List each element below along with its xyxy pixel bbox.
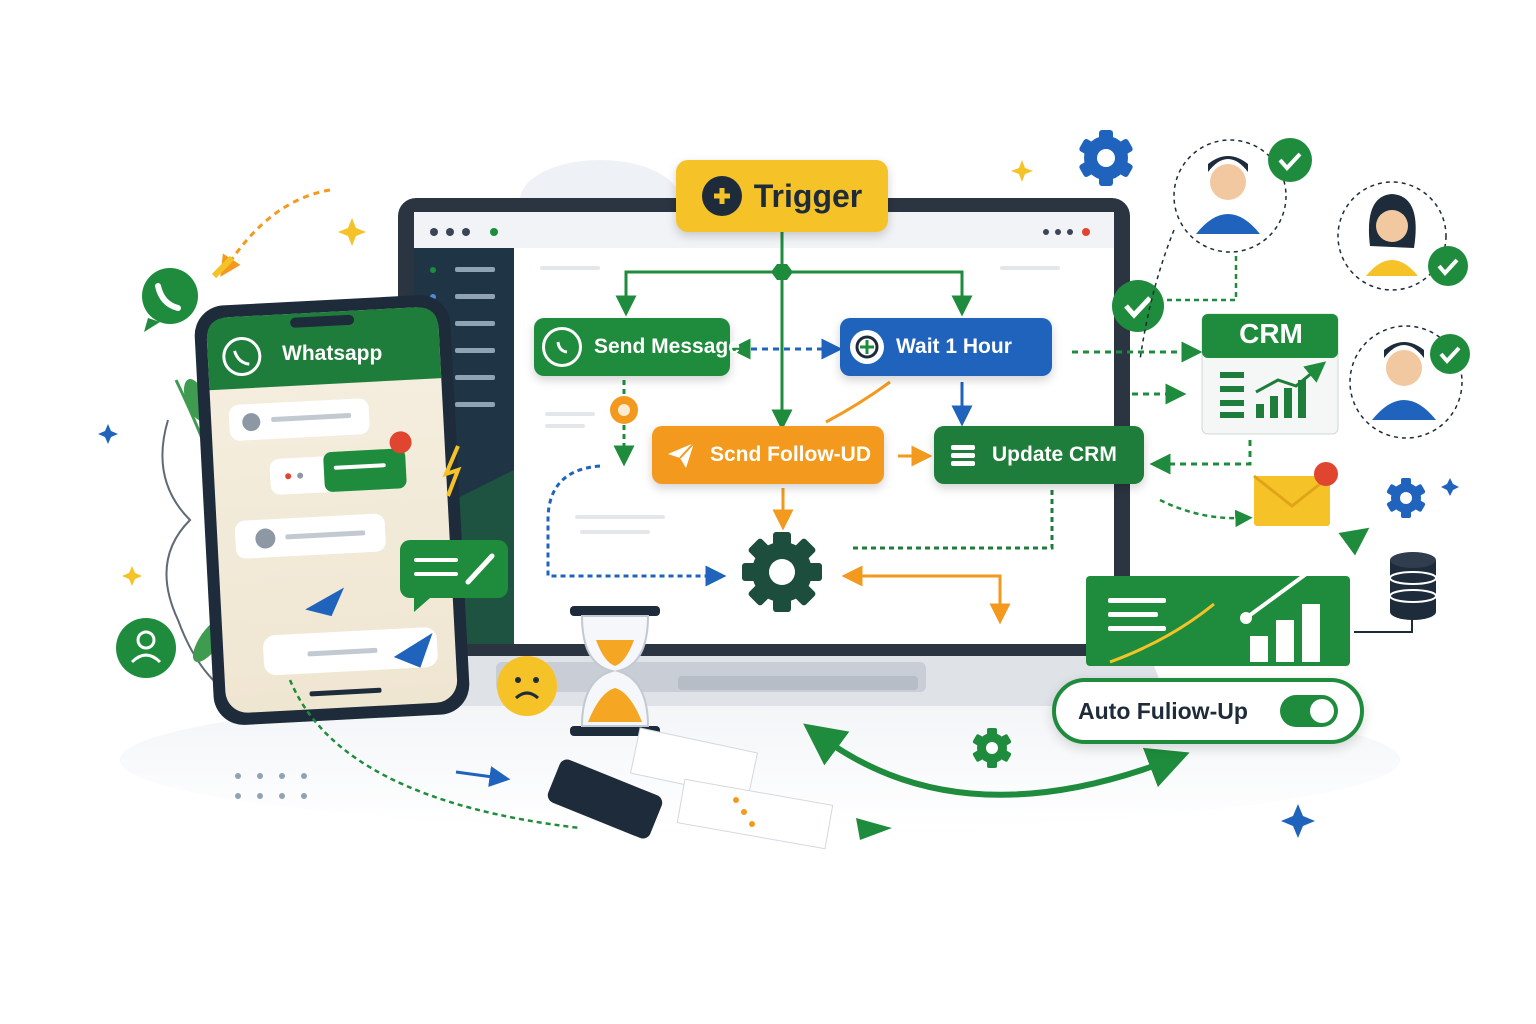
whatsapp-icon [542,327,582,367]
dot-grid [235,773,307,799]
chat-bubble-icon [400,540,508,612]
send-follow-up-node[interactable]: Scnd Follow-UD [652,426,884,484]
trigger-node[interactable]: Trigger [676,160,888,232]
database-icon [946,438,980,472]
check-icon [1112,138,1470,374]
document-icon [629,727,834,850]
gear-icon [742,532,822,612]
database-icon [1389,552,1437,620]
auto-follow-up-label: Auto Fuliow-Up [1078,697,1248,724]
send-follow-up-label: Scnd Follow-UD [710,443,871,466]
update-crm-node[interactable]: Update CRM [934,426,1144,484]
gear-icon [972,728,1012,768]
user-avatar-icon [116,618,176,678]
sad-face-icon [497,656,557,716]
smartphone-icon [547,759,663,839]
user-avatar-icon [1337,181,1447,291]
crm-card [1201,313,1339,435]
toggle-switch[interactable] [1280,695,1338,727]
wait-label: Wait 1 Hour [896,335,1012,358]
user-avatar-icon [1173,139,1287,253]
wait-node[interactable]: Wait 1 Hour [840,318,1052,376]
toggle-knob [1310,699,1334,723]
analytics-card [1086,527,1370,666]
send-message-node[interactable]: Send Message [534,318,740,376]
gear-icon [1079,130,1133,186]
flow-connectors [546,232,1252,625]
hourglass-icon [570,606,660,736]
envelope-icon [1253,462,1338,526]
update-crm-label: Update CRM [992,443,1117,466]
paper-plane-icon [664,438,698,472]
crm-card-title: CRM [1239,318,1303,349]
auto-follow-up-toggle[interactable]: Auto Fuliow-Up [1052,678,1364,744]
send-message-label: Send Message [594,335,740,358]
trigger-label: Trigger [753,177,863,214]
phone-call-icon [142,268,198,332]
gear-icon [1386,478,1426,518]
sparkle-icon [98,160,1459,838]
whatsapp-phone [161,295,508,725]
phone-app-title: Whatsapp [282,342,383,365]
plus-icon [701,176,742,216]
timer-icon [850,330,884,364]
